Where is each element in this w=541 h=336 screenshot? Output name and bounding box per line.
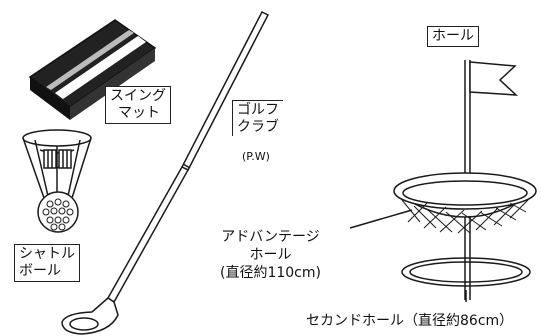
swing-mat-label-line2: マット: [118, 105, 160, 121]
swing-mat-illustration: [28, 19, 157, 120]
golf-club-illustration: [61, 10, 270, 335]
hole-illustration: [349, 60, 537, 302]
golf-club-label-line2: クラブ: [237, 119, 279, 135]
second-hole-label: セカンドホール（直径約86cm）: [306, 313, 514, 329]
advantage-hole-label-line3: (直径約110cm): [220, 265, 321, 281]
shuttle-ball-label-line1: シャトル: [19, 246, 75, 262]
golf-club-label: ゴルフ クラブ: [232, 100, 283, 136]
advantage-hole-label-line2: ホール: [249, 247, 292, 263]
shuttle-ball-label-line2: ボール: [19, 263, 61, 279]
advantage-hole-label-line1: アドバンテージ: [221, 229, 320, 245]
swing-mat-label-line1: スイング: [110, 88, 166, 104]
shuttle-ball-illustration: [22, 129, 92, 233]
hole-label: ホール: [427, 26, 479, 47]
club-type-label: (P.W): [242, 150, 270, 163]
shuttle-ball-label: シャトル ボール: [14, 244, 80, 282]
swing-mat-label: スイング マット: [105, 86, 171, 124]
golf-club-label-line1: ゴルフ: [237, 102, 279, 118]
advantage-hole-label: アドバンテージ ホール (直径約110cm): [220, 228, 321, 282]
